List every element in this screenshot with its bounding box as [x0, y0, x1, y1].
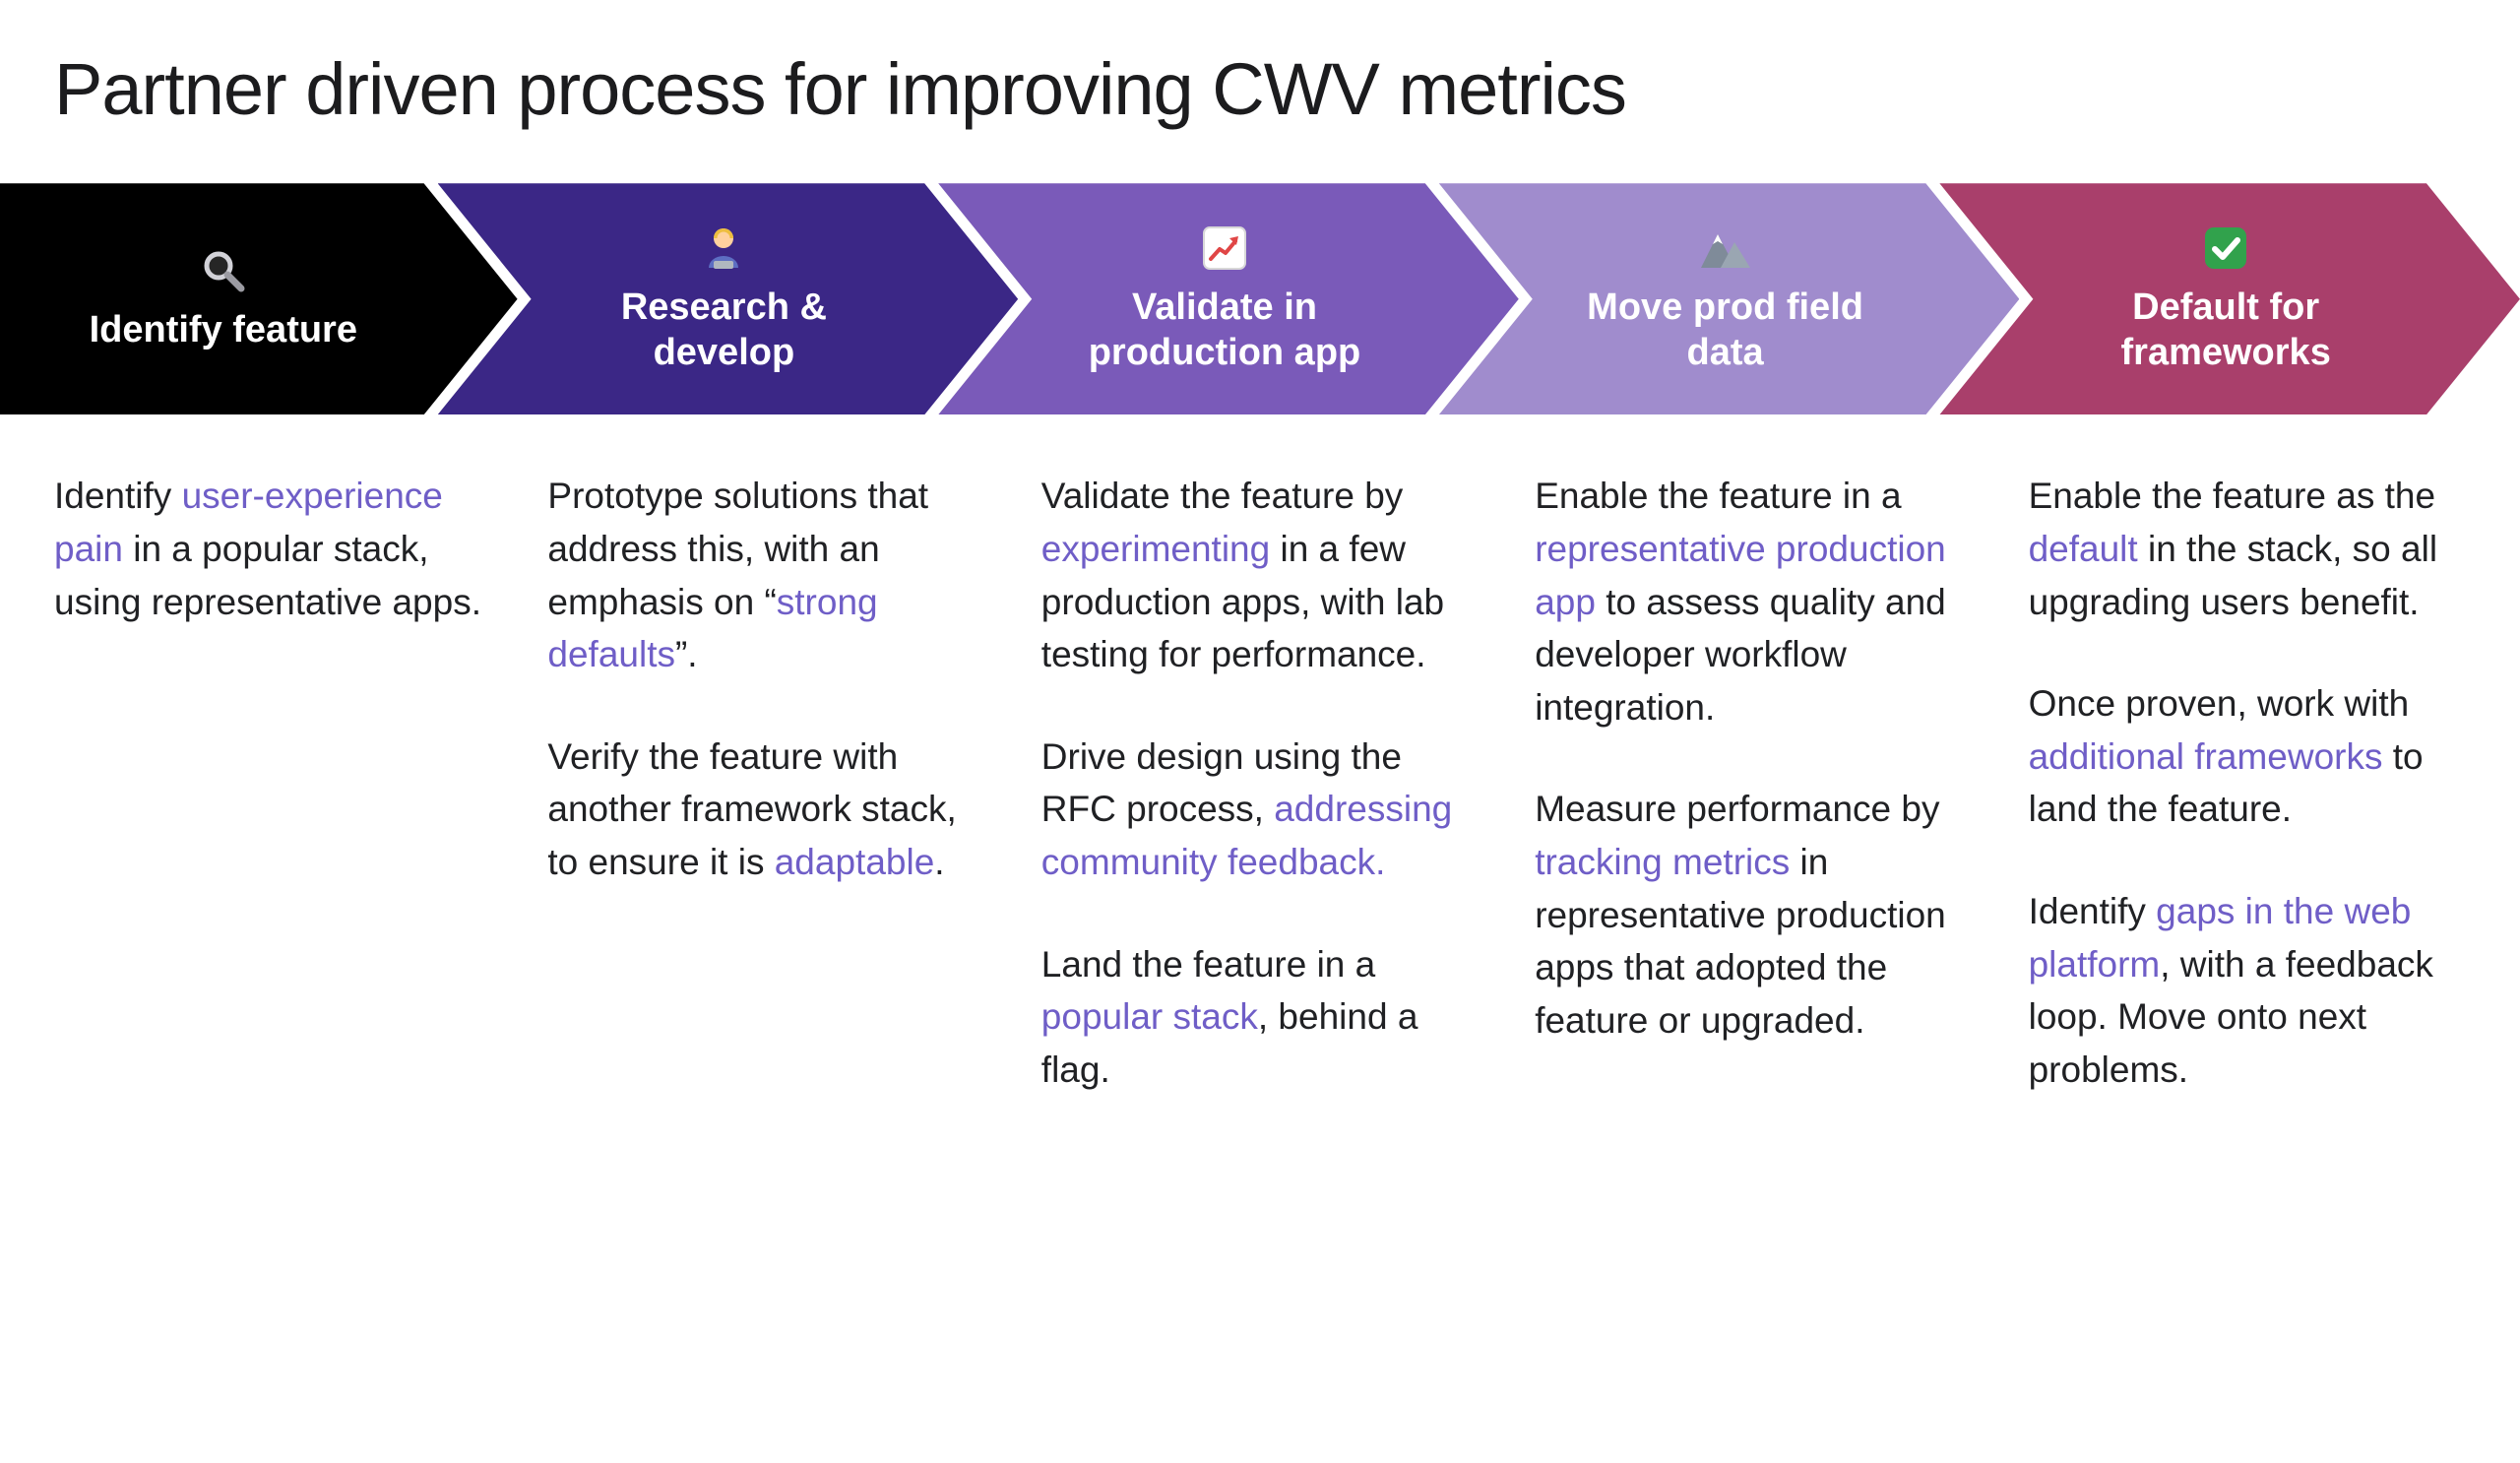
description-paragraph: Prototype solutions that address this, w…	[547, 470, 979, 681]
step-label: Validate in production app	[1088, 286, 1361, 373]
description-paragraph: Enable the feature as the default in the…	[2029, 470, 2461, 628]
inline-link[interactable]: representative production app	[1535, 528, 1946, 622]
description-paragraph: Verify the feature with another framewor…	[547, 731, 979, 889]
slide-title: Partner driven process for improving CWV…	[54, 48, 1627, 130]
description-paragraph: Validate the feature by experimenting in…	[1041, 470, 1474, 681]
text-run: in the stack, so all upgrading users ben…	[2028, 528, 2438, 622]
text-run: Verify the feature with another framewor…	[547, 735, 957, 883]
step-descriptions: Identify user-experience pain in a popul…	[0, 470, 2520, 1096]
text-run: , with a feedback loop. Move onto next p…	[2028, 943, 2433, 1091]
inline-link[interactable]: user-experience pain	[54, 476, 443, 569]
inline-link[interactable]: experimenting	[1040, 528, 1271, 569]
text-run: Once proven, work with	[2028, 683, 2410, 725]
inline-link[interactable]: default	[2028, 528, 2138, 569]
inline-link[interactable]: addressing community feedback.	[1040, 789, 1453, 883]
step-label: Default for frameworks	[2120, 286, 2331, 373]
inline-link[interactable]: strong defaults	[547, 581, 878, 675]
step-label: Identify feature	[89, 308, 357, 350]
description-paragraph: Measure performance by tracking metrics …	[1535, 783, 1967, 1047]
chevron-validate-in-production-app: Validate in production app	[938, 183, 1519, 414]
text-run: to land the feature.	[2028, 735, 2424, 830]
text-run: Land the feature in a	[1040, 943, 1376, 985]
process-chevrons: Identify feature Research & develop Vali…	[0, 183, 2520, 414]
description-paragraph: Land the feature in a popular stack, beh…	[1041, 938, 1474, 1097]
text-run: Identify	[2028, 891, 2157, 932]
chevron-research-develop: Research & develop	[438, 183, 1019, 414]
description-paragraph: Identify gaps in the web platform, with …	[2029, 885, 2461, 1097]
magnifying-glass-icon	[198, 245, 249, 300]
text-run: Validate the feature by	[1040, 476, 1404, 517]
text-run: , behind a flag.	[1040, 996, 1418, 1091]
chart-increasing-icon	[1199, 223, 1250, 278]
text-run: in a few production apps, with lab testi…	[1040, 528, 1445, 675]
mountain-icon	[1700, 223, 1751, 278]
text-run: in a popular stack, using representative…	[54, 528, 481, 622]
inline-link[interactable]: tracking metrics	[1535, 842, 1791, 883]
text-run: Prototype solutions that address this, w…	[547, 476, 929, 622]
description-research-develop: Prototype solutions that address this, w…	[547, 470, 979, 1096]
description-validate-in-production-app: Validate the feature by experimenting in…	[1041, 470, 1474, 1096]
description-paragraph: Drive design using the RFC process, addr…	[1041, 731, 1474, 889]
description-paragraph: Identify user-experience pain in a popul…	[54, 470, 486, 628]
text-run: to assess quality and developer workflow…	[1535, 581, 1946, 728]
description-move-prod-field-data: Enable the feature in a representative p…	[1535, 470, 1967, 1096]
description-default-for-frameworks: Enable the feature as the default in the…	[2029, 470, 2461, 1096]
text-run: .	[934, 842, 945, 883]
inline-link[interactable]: additional frameworks	[2028, 735, 2383, 777]
step-label: Research & develop	[620, 286, 827, 373]
text-run: Enable the feature as the	[2028, 476, 2436, 517]
text-run: ”.	[674, 634, 698, 675]
step-label: Move prod field data	[1587, 286, 1863, 373]
inline-link[interactable]: gaps in the web platform	[2028, 891, 2412, 985]
description-paragraph: Enable the feature in a representative p…	[1535, 470, 1967, 733]
text-run: Measure performance by	[1535, 789, 1940, 830]
text-run: Drive design using the RFC process,	[1040, 735, 1402, 830]
text-run: in representative production apps that a…	[1535, 842, 1946, 1042]
check-mark-icon	[2200, 223, 2251, 278]
inline-link[interactable]: popular stack	[1040, 996, 1258, 1038]
chevron-identify-feature: Identify feature	[0, 183, 518, 414]
text-run: Enable the feature in a	[1535, 476, 1902, 517]
woman-technologist-icon	[698, 223, 749, 278]
description-identify-feature: Identify user-experience pain in a popul…	[54, 470, 486, 1096]
chevron-move-prod-field-data: Move prod field data	[1439, 183, 2020, 414]
description-paragraph: Once proven, work with additional framew…	[2029, 677, 2461, 836]
inline-link[interactable]: adaptable	[774, 842, 935, 883]
chevron-default-for-frameworks: Default for frameworks	[1939, 183, 2520, 414]
slide: Partner driven process for improving CWV…	[0, 45, 2520, 1463]
text-run: Identify	[54, 476, 182, 517]
